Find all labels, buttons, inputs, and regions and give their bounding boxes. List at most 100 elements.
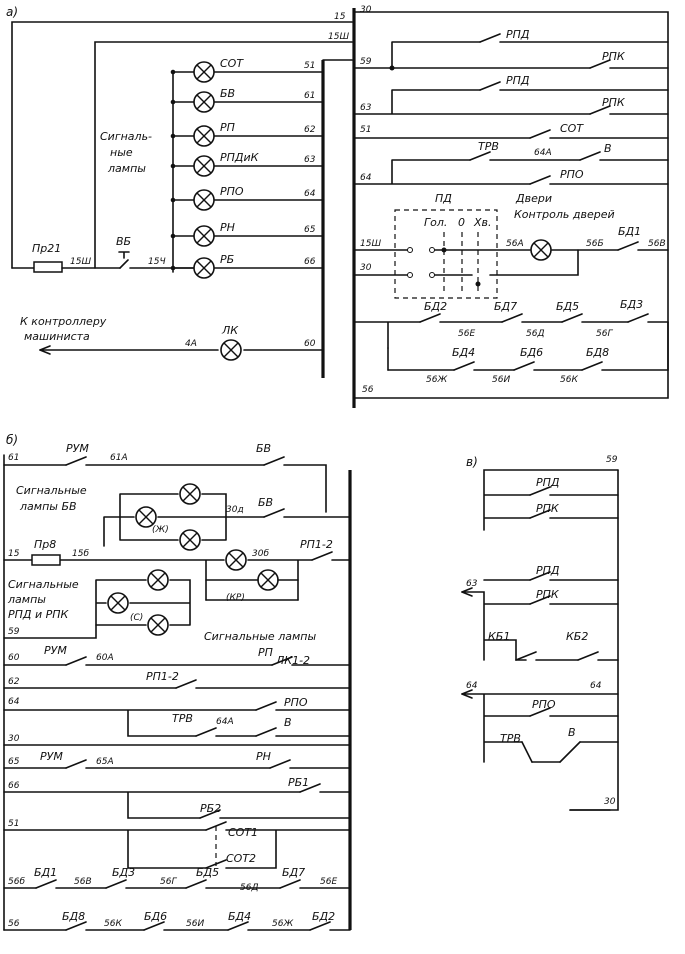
row-51	[3, 829, 351, 869]
contact-label: В	[604, 142, 612, 155]
door-chain-blades	[419, 313, 649, 323]
terminal	[429, 272, 435, 278]
blades	[195, 701, 277, 737]
caption-bv-2: лампы БВ	[19, 500, 77, 513]
lamp-label: БВ	[220, 87, 235, 100]
contact-label: РП1-2	[146, 670, 179, 683]
lamp-caption-1: Сигналь-	[100, 130, 152, 143]
door-label: БД3	[112, 866, 135, 879]
lamp-tag: (КР)	[226, 593, 245, 603]
lamp-caption-3: лампы	[107, 162, 146, 175]
row-15	[3, 559, 351, 601]
fuse-pr21	[33, 261, 63, 273]
door-switch-label: БД3	[620, 298, 643, 311]
lamp-tag: (Ж)	[152, 525, 169, 535]
lamp-2	[193, 91, 215, 113]
wire-label: 4А	[185, 339, 197, 349]
blades	[65, 921, 331, 931]
contact-label: РПК	[536, 588, 560, 601]
wire-label: 64	[8, 697, 20, 707]
wire-label: 63	[466, 579, 478, 589]
arrow-head	[461, 587, 473, 597]
row-30d	[103, 516, 351, 547]
fuse-pr8	[31, 554, 61, 566]
wire-label: 56	[362, 385, 374, 395]
contact-label: 64А	[534, 148, 552, 158]
contacts-64	[353, 159, 669, 185]
blades	[515, 571, 599, 661]
arrow-caption-2: машиниста	[24, 330, 90, 343]
caption-rp-2: РП	[258, 646, 273, 659]
blade	[263, 508, 285, 518]
contact-label: РПК	[602, 50, 626, 63]
contact-label: РПК	[602, 96, 626, 109]
door-label: БД4	[228, 910, 251, 923]
wire-label: 51	[8, 819, 19, 829]
lamp-door	[530, 239, 552, 261]
lamp-3	[193, 125, 215, 147]
wire-30-loop	[353, 11, 669, 399]
lamp-b-7	[107, 592, 129, 614]
wire-label: 56Г	[596, 329, 613, 339]
wire-label: 64А	[216, 717, 234, 727]
lamp-caption-2: ные	[110, 146, 133, 159]
door-label: БД5	[196, 866, 219, 879]
wire-label: 65А	[96, 757, 114, 767]
arrow-caption-1: К контроллеру	[20, 315, 107, 328]
wire-label: 61А	[110, 453, 128, 463]
door-switch-label: БД7	[494, 300, 517, 313]
door-pos: Хв.	[473, 216, 492, 229]
contact-label: РПД	[536, 564, 560, 577]
contact-label: СОТ	[560, 122, 584, 135]
lamp-label: РП	[220, 121, 235, 134]
junction	[441, 247, 447, 253]
contact-label: РУМ	[66, 442, 89, 455]
rpd-lamp-network	[95, 579, 191, 626]
contact-blades	[469, 151, 601, 185]
wire-label: 66	[8, 781, 20, 791]
wire-label: 56В	[74, 877, 92, 887]
contact-label: ТРВ	[478, 140, 499, 153]
wire-label: 56	[8, 919, 20, 929]
wire-label: 62	[8, 677, 20, 687]
row-64	[3, 709, 351, 737]
door-pos: 0	[458, 216, 465, 229]
contact-label: РУМ	[40, 750, 63, 763]
wire-label: 15Ш	[328, 32, 349, 42]
wire-label: 66	[304, 257, 316, 267]
door-pos: Гол.	[424, 216, 447, 229]
lamp-label: РПО	[220, 185, 244, 198]
wire-label: 63	[360, 103, 372, 113]
contact-blades	[479, 81, 611, 115]
door-label: БД6	[144, 910, 167, 923]
row-61	[3, 464, 327, 513]
arrow-head	[39, 345, 51, 355]
terminal	[407, 272, 413, 278]
wire-label: 56И	[492, 375, 510, 385]
contact-blade	[529, 129, 551, 139]
wire-label: 15Ш	[360, 239, 381, 249]
rp-lamp-network	[205, 579, 299, 601]
row-66	[3, 791, 351, 819]
caption-rpd-2: лампы	[7, 593, 46, 606]
door-chain-blades	[453, 361, 603, 371]
lamp-b-1	[179, 483, 201, 505]
door-label: БД1	[34, 866, 57, 879]
lamp-label: РБ	[220, 253, 234, 266]
wire-label: 62	[304, 125, 316, 135]
contact-label: РБ1	[288, 776, 309, 789]
contact-label: РПО	[284, 696, 308, 709]
door-chain-2	[387, 321, 669, 371]
wire-label: 15	[334, 12, 346, 22]
wire-label: 56А	[506, 239, 524, 249]
wire-label: 30	[8, 734, 20, 744]
terminal	[429, 247, 435, 253]
part-c: в) 59 РПД РПК 63 РПД РПК КБ1 КБ2 64 64 Р…	[461, 455, 619, 811]
wire-label: 30б	[252, 549, 269, 559]
junction	[475, 281, 481, 287]
junction	[170, 133, 176, 139]
part-b-label: б)	[6, 433, 18, 447]
contact-label: ЛК1-2	[275, 654, 310, 667]
